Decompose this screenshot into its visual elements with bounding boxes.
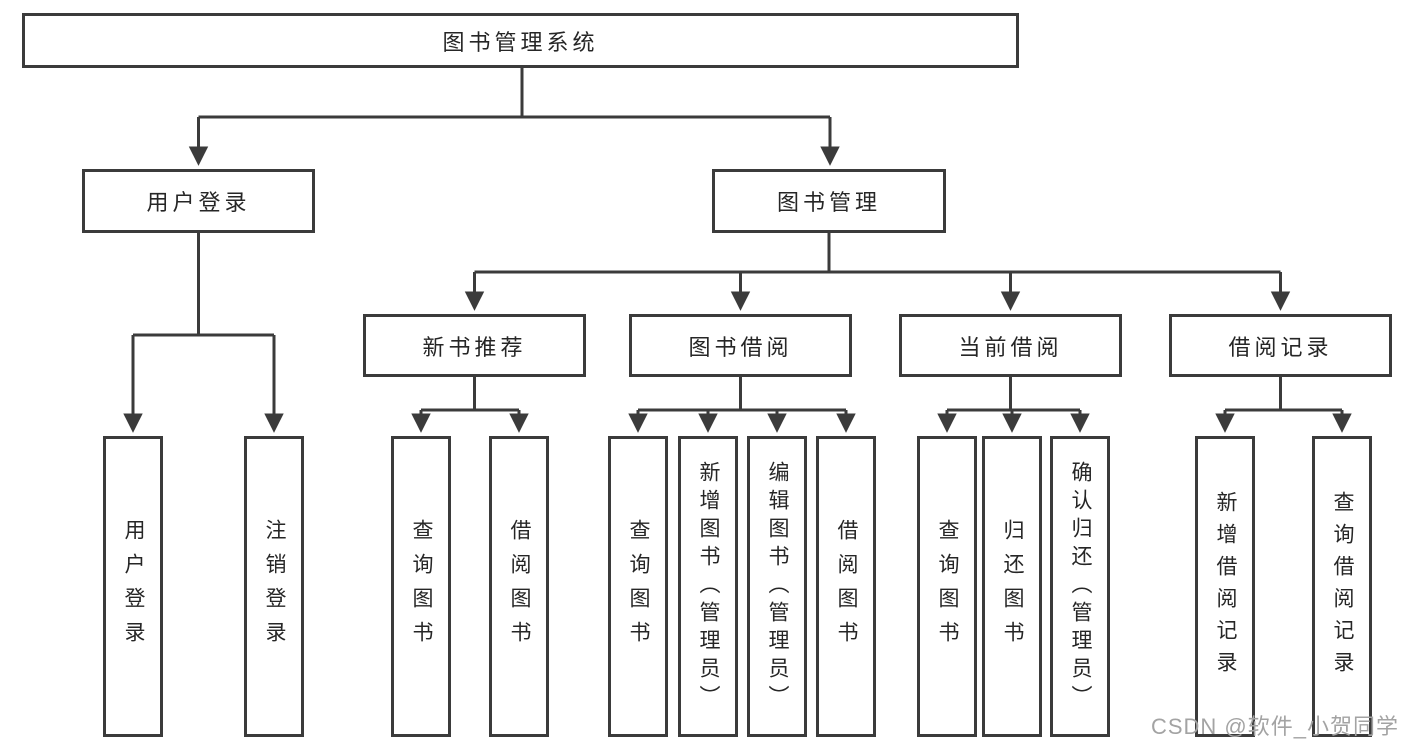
node-leaf-user-login: 用户登录	[103, 436, 163, 737]
node-leaf-borrow-books: 借阅图书	[816, 436, 876, 737]
node-leaf-confirm-return-admin: 确认归还（管理员）	[1050, 436, 1110, 737]
node-leaf-logout: 注销登录	[244, 436, 304, 737]
node-borrowing-records: 借阅记录	[1169, 314, 1392, 377]
node-book-borrowing: 图书借阅	[629, 314, 852, 377]
node-user-login: 用户登录	[82, 169, 315, 233]
node-leaf-add-borrow-record: 新增借阅记录	[1195, 436, 1255, 737]
node-leaf-add-books-admin: 新增图书（管理员）	[678, 436, 738, 737]
node-leaf-edit-books-admin: 编辑图书（管理员）	[747, 436, 807, 737]
node-leaf-query-books-borrow: 查询图书	[608, 436, 668, 737]
watermark: CSDN @软件_小贺同学	[1150, 714, 1399, 739]
node-current-borrowing: 当前借阅	[899, 314, 1122, 377]
node-leaf-query-books-current: 查询图书	[917, 436, 977, 737]
node-leaf-query-books-recommend: 查询图书	[391, 436, 451, 737]
node-leaf-return-books: 归还图书	[982, 436, 1042, 737]
node-new-book-recommendation: 新书推荐	[363, 314, 586, 377]
node-leaf-query-borrow-record: 查询借阅记录	[1312, 436, 1372, 737]
node-book-management: 图书管理	[712, 169, 946, 233]
node-library-management-system: 图书管理系统	[22, 13, 1019, 68]
node-leaf-borrow-books-recommend: 借阅图书	[489, 436, 549, 737]
